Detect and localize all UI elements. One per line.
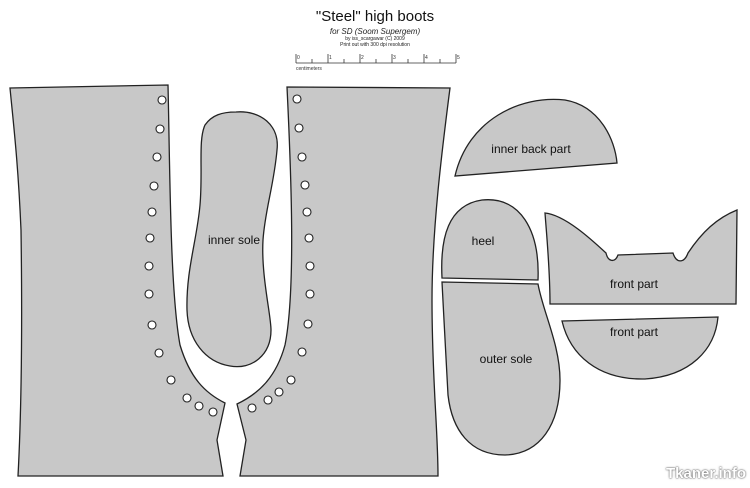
front-part-upper-label: front part: [610, 277, 659, 291]
ruler-tick-label: 0: [297, 55, 300, 61]
heel-label: heel: [472, 234, 495, 248]
eyelet: [194, 401, 204, 411]
eyelet: [152, 152, 162, 162]
left-shaft-eyelets: [144, 95, 218, 417]
eyelet: [302, 207, 312, 217]
eyelet: [292, 94, 302, 104]
ruler-tick-label: 1: [329, 55, 332, 61]
eyelet: [144, 261, 154, 271]
eyelet: [286, 375, 296, 385]
print-note: Print out with 300 dpi resolution: [340, 42, 410, 48]
eyelet: [305, 261, 315, 271]
eyelet: [304, 233, 314, 243]
eyelet: [208, 407, 218, 417]
eyelet: [147, 320, 157, 330]
outer-sole-piece: [441, 281, 561, 456]
eyelet: [247, 403, 257, 413]
ruler-tick-label: 3: [393, 55, 396, 61]
eyelet: [149, 181, 159, 191]
front-part-upper-piece: [544, 209, 738, 305]
front-part-lower-label: front part: [610, 325, 659, 339]
inner-sole-label: inner sole: [208, 233, 260, 247]
eyelet: [297, 347, 307, 357]
eyelet: [157, 95, 167, 105]
ruler-unit-label: centimeters: [296, 66, 322, 72]
eyelet: [154, 348, 164, 358]
watermark: Tkaner.info: [665, 465, 746, 482]
eyelet: [145, 233, 155, 243]
ruler-tick-label: 2: [361, 55, 364, 61]
eyelet: [305, 289, 315, 299]
front-part-lower-piece: [561, 316, 719, 380]
eyelet: [182, 393, 192, 403]
pattern-subtitle: for SD (Soom Supergem): [329, 27, 421, 36]
eyelet: [263, 395, 273, 405]
pattern-credit: by iss_scargawar (C) 2009: [345, 36, 405, 42]
inner-sole-piece: [186, 111, 278, 368]
ruler-tick-label: 5: [457, 55, 460, 61]
eyelet: [303, 319, 313, 329]
outer-sole-label: outer sole: [480, 352, 533, 366]
eyelet: [300, 180, 310, 190]
eyelet: [294, 123, 304, 133]
eyelet: [297, 152, 307, 162]
pattern-title: "Steel" high boots: [315, 8, 435, 25]
right-shaft-eyelets: [247, 94, 315, 413]
inner-back-part-piece: [454, 98, 618, 177]
centimeter-ruler: 0 1 2 3 4 5 centimeters: [295, 54, 460, 72]
inner-back-part-label: inner back part: [491, 142, 571, 156]
eyelet: [144, 289, 154, 299]
ruler-tick-label: 4: [425, 55, 428, 61]
eyelet: [166, 375, 176, 385]
eyelet: [147, 207, 157, 217]
eyelet: [155, 124, 165, 134]
eyelet: [274, 387, 284, 397]
heel-piece: [441, 199, 539, 281]
